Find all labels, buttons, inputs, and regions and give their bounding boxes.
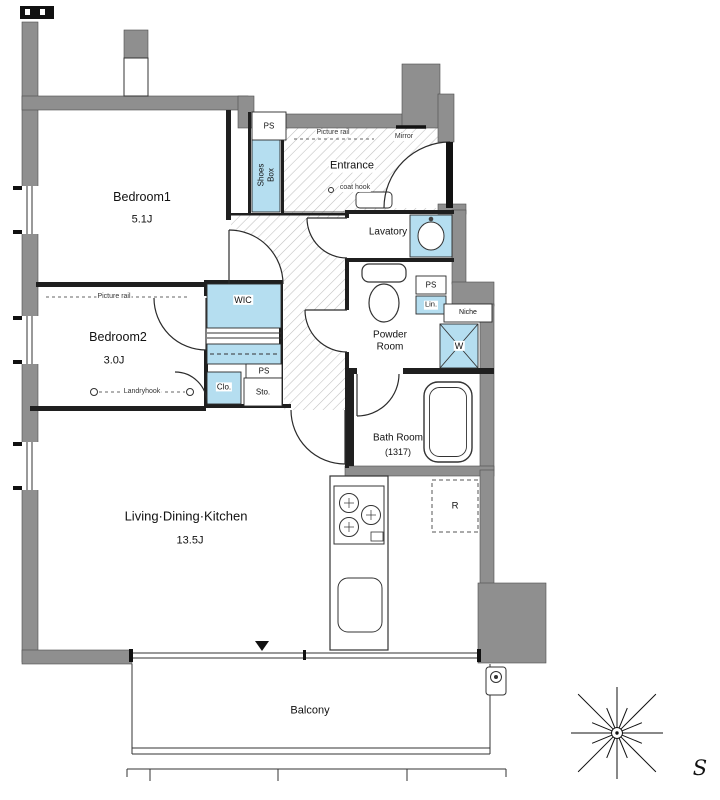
bathtub	[423, 381, 473, 463]
toilet-tank	[361, 263, 407, 283]
windows	[13, 186, 39, 490]
legend-mark	[20, 6, 54, 19]
storage-box	[243, 377, 283, 407]
lavatory-label: Lavatory	[368, 226, 408, 238]
bedroom1-label: Bedroom1	[113, 189, 171, 204]
ps-label-right: PS	[425, 280, 437, 290]
refrigerator-label: R	[451, 500, 459, 512]
washbasin	[417, 216, 445, 251]
toilet	[361, 263, 407, 323]
laundry-hook-label: Landryhook	[122, 387, 162, 397]
entry-direction-marker	[255, 641, 269, 651]
ps-label-top: PS	[263, 121, 275, 131]
compass-icon	[571, 687, 663, 779]
ldk-area: 13.5J	[176, 534, 204, 547]
storage-fixtures	[206, 137, 479, 405]
linen-label: Lin.	[423, 299, 439, 310]
ps-label-mid: PS	[258, 366, 270, 376]
powder-room-label: Powder Room	[373, 329, 407, 353]
niche-label: Niche	[459, 308, 477, 316]
bedroom2-area: 3.0J	[103, 354, 125, 367]
bath-room-label: Bath Room	[372, 432, 424, 444]
ps-shaft-top	[251, 111, 287, 141]
entrance-door-arc	[383, 141, 451, 209]
compass-s-label: S	[692, 755, 708, 780]
closet-label: Clo.	[215, 382, 233, 392]
picture-rail-label-bedroom2: Picture rail	[96, 292, 132, 302]
entrance-door-leaf	[446, 142, 453, 208]
niche-recess	[443, 303, 493, 323]
entrance-bench	[355, 191, 393, 209]
storage-label: Sto.	[255, 387, 271, 397]
wic-shelf	[206, 283, 282, 329]
bath-room-size: (1317)	[384, 446, 412, 457]
entrance-label: Entrance	[328, 159, 376, 173]
wic-lower-shelf	[206, 343, 282, 365]
service-boxes	[243, 111, 493, 407]
shoes-box	[251, 137, 281, 213]
bedroom1-area: 5.1J	[131, 213, 153, 226]
laundry-hook-point	[186, 388, 194, 396]
stove	[333, 485, 385, 545]
ps-shaft-right	[415, 275, 447, 295]
coat-hook-point	[328, 187, 334, 193]
laundry-hook-point	[90, 388, 98, 396]
ldk-label: Living·Dining·Kitchen	[124, 508, 248, 524]
kitchen-sink	[337, 577, 383, 633]
balcony-label: Balcony	[290, 704, 330, 717]
door-swing-areas	[229, 142, 450, 464]
exterior-walls	[21, 21, 547, 665]
coat-hook-label: coat hook	[338, 183, 372, 193]
toilet-bowl	[368, 283, 400, 323]
mirror-label: Mirror	[393, 132, 415, 142]
pillar-shaft	[123, 57, 149, 97]
grill	[370, 531, 384, 542]
washer-label: W	[453, 340, 465, 352]
doors	[153, 141, 453, 465]
wic-label: WIC	[233, 294, 253, 306]
shoes-box-label: Shoes Box	[256, 163, 275, 187]
picture-rail-label-entrance: Picture rail	[315, 128, 351, 138]
kitchen-counter	[329, 475, 389, 651]
refrigerator-space	[431, 479, 479, 533]
bedroom2-label: Bedroom2	[89, 329, 147, 344]
balcony-structure	[126, 649, 507, 781]
